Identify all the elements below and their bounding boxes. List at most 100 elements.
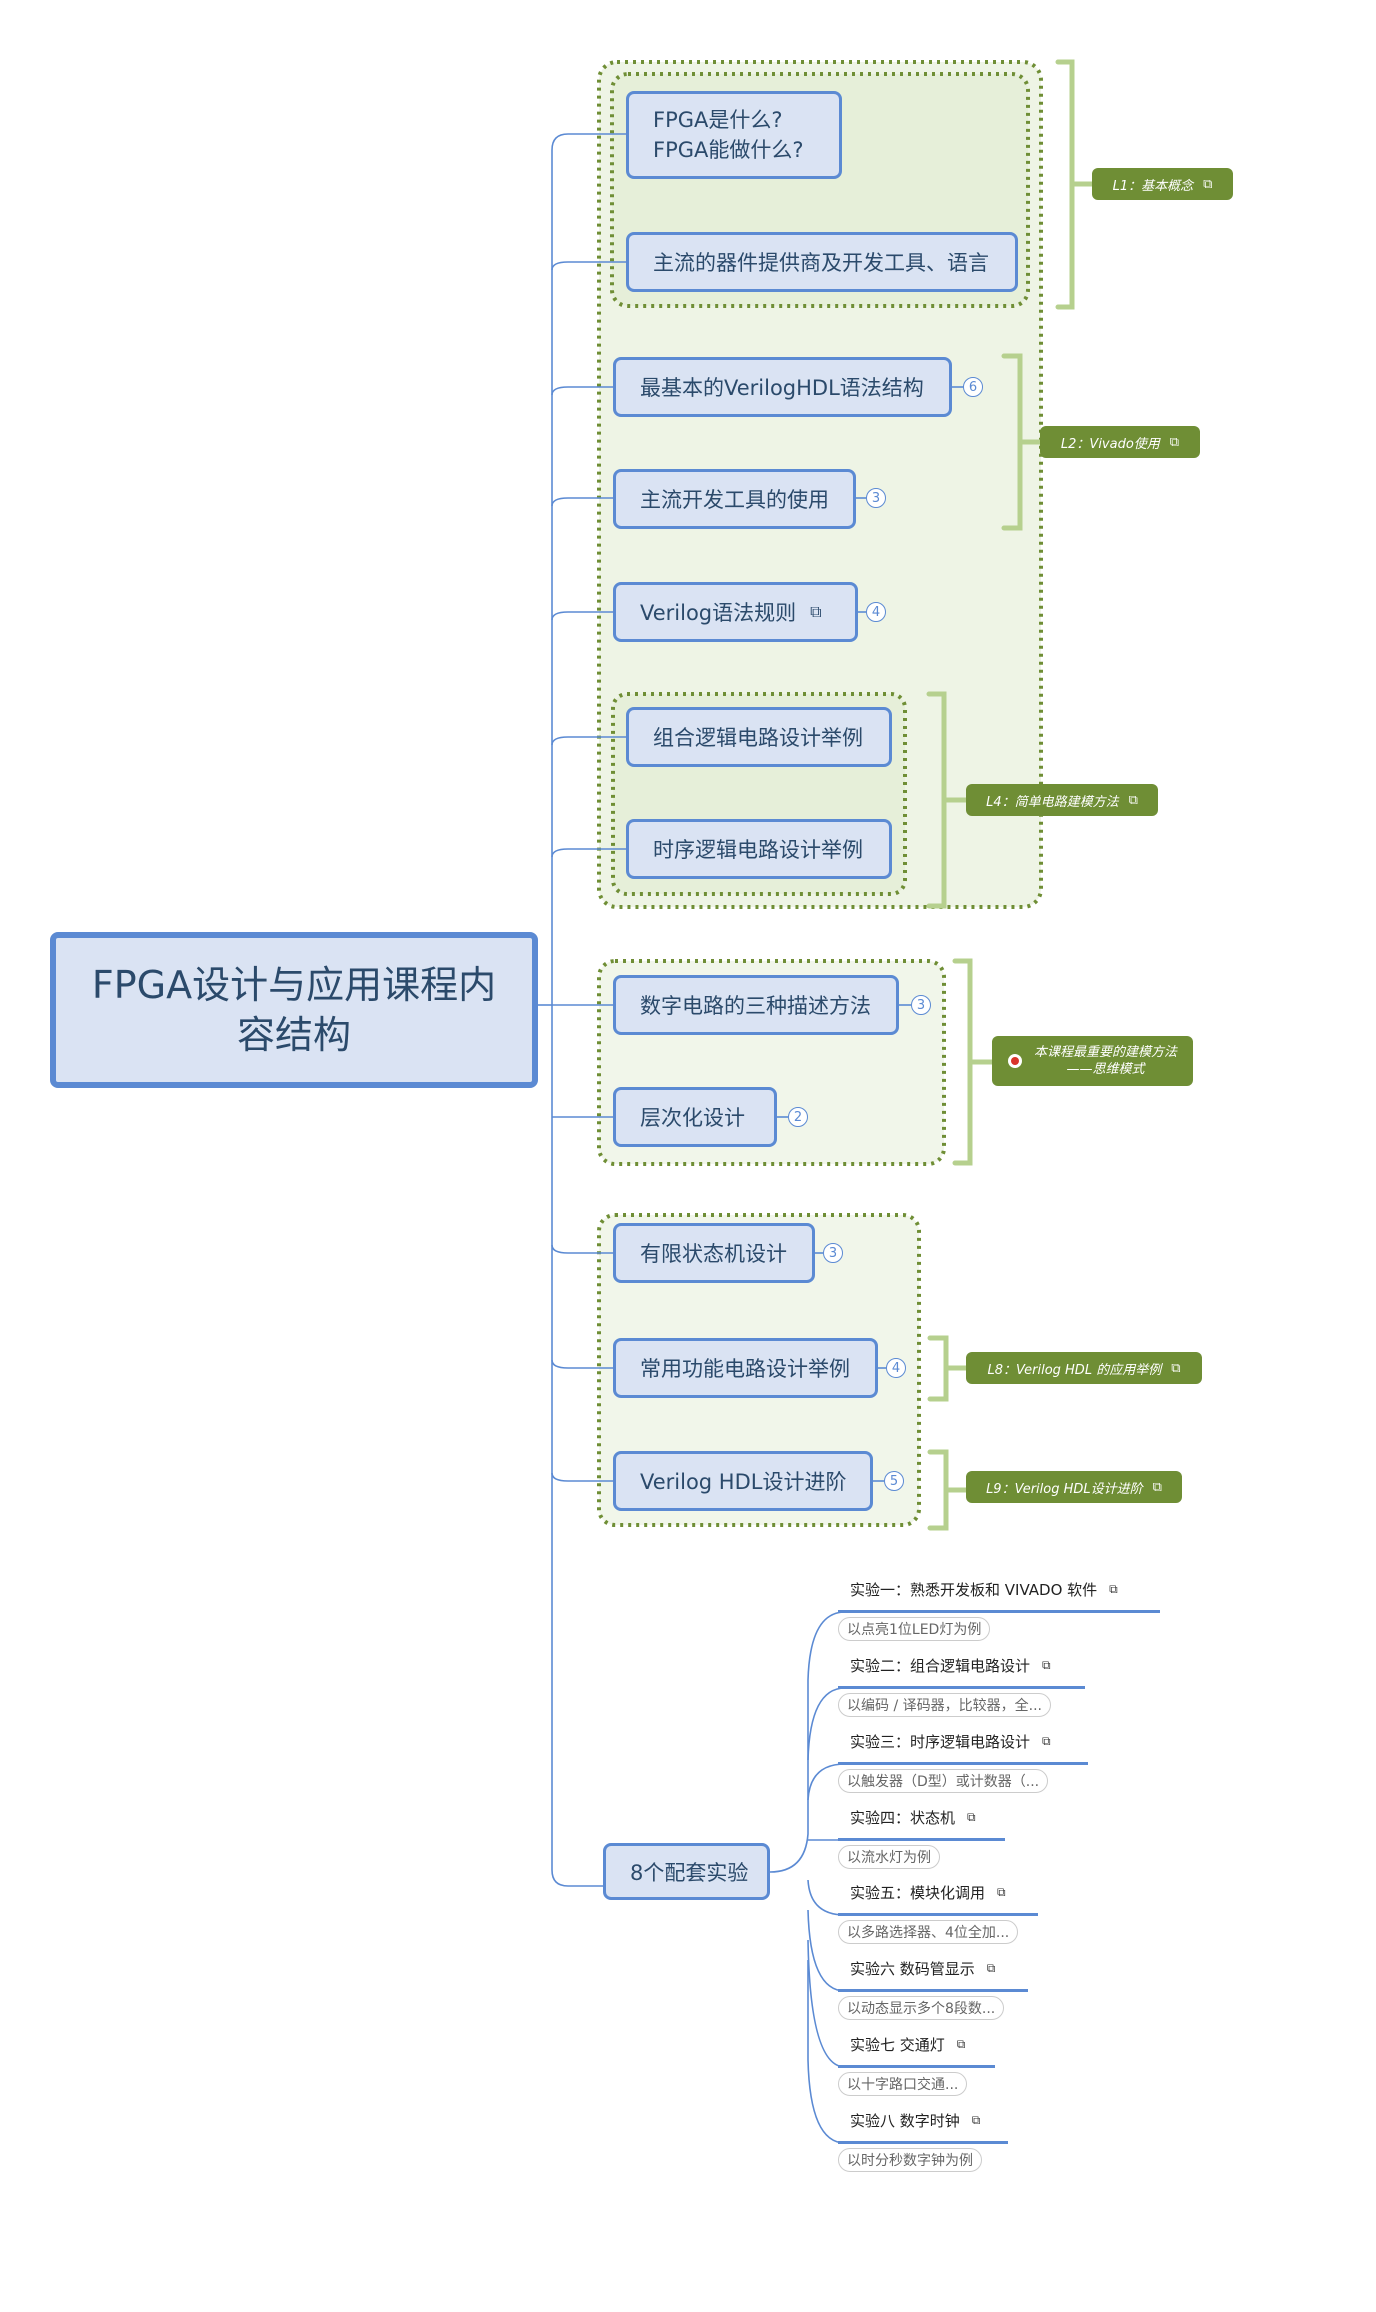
brace-l1 bbox=[1055, 59, 1095, 310]
summary-l8[interactable]: L8：Verilog HDL 的应用举例 ⧉ bbox=[966, 1352, 1202, 1384]
summary-l2[interactable]: L2：Vivado使用 ⧉ bbox=[1040, 426, 1200, 458]
link-icon[interactable]: ⧉ bbox=[1203, 176, 1213, 192]
link-icon[interactable]: ⧉ bbox=[1042, 1657, 1051, 1672]
link-icon[interactable]: ⧉ bbox=[971, 2112, 981, 2127]
link-icon[interactable]: ⧉ bbox=[1042, 1733, 1051, 1748]
summary-l4[interactable]: L4：简单电路建模方法 ⧉ bbox=[966, 784, 1158, 816]
experiment-5-underline bbox=[838, 1913, 1038, 1916]
experiment-2-note[interactable]: 以编码 / 译码器，比较器，全... bbox=[838, 1693, 1051, 1717]
experiment-7-label: 实验七 交通灯 bbox=[850, 2035, 945, 2054]
experiment-6-note[interactable]: 以动态显示多个8段数... bbox=[838, 1996, 1005, 2020]
link-icon[interactable]: ⧉ bbox=[997, 1884, 1006, 1899]
topic-hierarchical-design[interactable]: 层次化设计 bbox=[613, 1087, 777, 1147]
topic-vendors-tools[interactable]: 主流的器件提供商及开发工具、语言 bbox=[626, 232, 1018, 292]
experiment-3-note[interactable]: 以触发器（D型）或计数器（... bbox=[838, 1769, 1049, 1793]
topic-comb-logic-label: 组合逻辑电路设计举例 bbox=[653, 726, 863, 750]
topic-what-is-line2: FPGA能做什么? bbox=[653, 138, 804, 162]
summary-l4-label: L4：简单电路建模方法 bbox=[986, 794, 1119, 810]
brace-l9 bbox=[927, 1449, 969, 1531]
experiment-5-note[interactable]: 以多路选择器、4位全加... bbox=[838, 1920, 1019, 1944]
experiment-3-title[interactable]: 实验三：时序逻辑电路设计 ⧉ bbox=[850, 1730, 1051, 1752]
topic-three-description-methods[interactable]: 数字电路的三种描述方法 bbox=[613, 975, 899, 1035]
link-icon[interactable]: ⧉ bbox=[1171, 1360, 1181, 1376]
experiment-2-label: 实验二：组合逻辑电路设计 bbox=[850, 1656, 1031, 1675]
experiment-7-underline bbox=[838, 2065, 995, 2068]
experiment-1-title[interactable]: 实验一：熟悉开发板和 VIVADO 软件 ⧉ bbox=[850, 1578, 1118, 1600]
child-count-badge[interactable]: 3 bbox=[866, 488, 886, 508]
experiment-1-label: 实验一：熟悉开发板和 VIVADO 软件 bbox=[850, 1580, 1098, 1599]
topic-verilog-rules-label: Verilog语法规则 bbox=[640, 601, 797, 625]
experiment-7-title[interactable]: 实验七 交通灯 ⧉ bbox=[850, 2033, 965, 2055]
topic-dev-tools-usage[interactable]: 主流开发工具的使用 bbox=[613, 469, 856, 529]
summary-l1[interactable]: L1：基本概念 ⧉ bbox=[1092, 168, 1233, 200]
link-icon[interactable]: ⧉ bbox=[1169, 434, 1180, 450]
brace-modeling bbox=[952, 958, 995, 1166]
topic-common-circuits-example[interactable]: 常用功能电路设计举例 bbox=[613, 1338, 878, 1398]
link-icon[interactable]: ⧉ bbox=[956, 2036, 966, 2051]
link-icon[interactable]: ⧉ bbox=[1152, 1479, 1162, 1495]
summary-l9[interactable]: L9：Verilog HDL设计进阶 ⧉ bbox=[966, 1471, 1182, 1503]
topic-verilog-basic-label: 最基本的VerilogHDL语法结构 bbox=[640, 376, 924, 400]
topic-verilog-advanced[interactable]: Verilog HDL设计进阶 bbox=[613, 1451, 873, 1511]
summary-modeling-line1: 本课程最重要的建模方法 bbox=[1033, 1045, 1177, 1060]
link-icon[interactable]: ⧉ bbox=[810, 602, 822, 621]
experiment-5-label: 实验五：模块化调用 bbox=[850, 1883, 986, 1902]
experiment-6-title[interactable]: 实验六 数码管显示 ⧉ bbox=[850, 1957, 995, 1979]
child-count-badge[interactable]: 2 bbox=[788, 1107, 808, 1127]
experiment-5-title[interactable]: 实验五：模块化调用 ⧉ bbox=[850, 1881, 1006, 1903]
root-title-line2: 容结构 bbox=[236, 1013, 351, 1057]
topic-verilog-basic-structure[interactable]: 最基本的VerilogHDL语法结构 bbox=[613, 357, 952, 417]
experiment-7-note[interactable]: 以十字路口交通... bbox=[838, 2072, 968, 2096]
topic-experiments-label: 8个配套实验 bbox=[630, 1860, 749, 1885]
brace-l8 bbox=[927, 1335, 969, 1402]
brace-l4 bbox=[926, 691, 969, 909]
topic-seq-logic-example[interactable]: 时序逻辑电路设计举例 bbox=[626, 819, 892, 879]
root-topic[interactable]: FPGA设计与应用课程内 容结构 bbox=[50, 932, 538, 1088]
experiment-1-note[interactable]: 以点亮1位LED灯为例 bbox=[838, 1617, 991, 1641]
experiment-2-note-text: 以编码 / 译码器，比较器，全... bbox=[847, 1698, 1042, 1714]
experiment-8-title[interactable]: 实验八 数字时钟 ⧉ bbox=[850, 2109, 980, 2131]
summary-modeling[interactable]: 本课程最重要的建模方法 ——思维模式 bbox=[992, 1036, 1193, 1086]
experiment-4-underline bbox=[838, 1838, 1005, 1841]
topic-common-circuits-label: 常用功能电路设计举例 bbox=[640, 1357, 850, 1381]
link-icon[interactable]: ⧉ bbox=[1128, 792, 1138, 808]
summary-l9-label: L9：Verilog HDL设计进阶 bbox=[986, 1481, 1143, 1497]
experiment-4-title[interactable]: 实验四：状态机 ⧉ bbox=[850, 1806, 976, 1828]
topic-comb-logic-example[interactable]: 组合逻辑电路设计举例 bbox=[626, 707, 892, 767]
link-icon[interactable]: ⧉ bbox=[986, 1960, 996, 1975]
link-icon[interactable]: ⧉ bbox=[1109, 1581, 1118, 1596]
topic-what-is-fpga[interactable]: FPGA是什么? FPGA能做什么? bbox=[626, 91, 842, 179]
brace-l2 bbox=[1001, 353, 1043, 531]
summary-l2-label: L2：Vivado使用 bbox=[1060, 436, 1160, 452]
topic-verilog-advanced-label: Verilog HDL设计进阶 bbox=[640, 1470, 847, 1494]
child-count-badge[interactable]: 4 bbox=[866, 602, 886, 622]
child-count-badge[interactable]: 6 bbox=[963, 377, 983, 397]
topic-verilog-rules[interactable]: Verilog语法规则 ⧉ bbox=[613, 582, 858, 642]
child-count-badge[interactable]: 3 bbox=[823, 1243, 843, 1263]
experiment-3-note-text: 以触发器（D型）或计数器（... bbox=[847, 1774, 1040, 1790]
experiment-3-label: 实验三：时序逻辑电路设计 bbox=[850, 1732, 1031, 1751]
topic-hierarchical-label: 层次化设计 bbox=[640, 1106, 745, 1130]
topic-experiments[interactable]: 8个配套实验 bbox=[603, 1843, 770, 1900]
experiment-8-note-text: 以时分秒数字钟为例 bbox=[847, 2153, 973, 2169]
experiment-2-underline bbox=[838, 1686, 1085, 1689]
child-count-badge[interactable]: 4 bbox=[886, 1358, 906, 1378]
summary-l8-label: L8：Verilog HDL 的应用举例 bbox=[987, 1362, 1162, 1378]
experiment-7-note-text: 以十字路口交通... bbox=[847, 2077, 959, 2093]
topic-fsm-design[interactable]: 有限状态机设计 bbox=[613, 1223, 815, 1283]
topic-three-methods-label: 数字电路的三种描述方法 bbox=[640, 994, 871, 1018]
star-flag-icon bbox=[1007, 1054, 1022, 1068]
experiment-4-note-text: 以流水灯为例 bbox=[847, 1850, 931, 1866]
experiment-8-note[interactable]: 以时分秒数字钟为例 bbox=[838, 2148, 982, 2172]
link-icon[interactable]: ⧉ bbox=[967, 1809, 976, 1824]
experiment-4-note[interactable]: 以流水灯为例 bbox=[838, 1845, 940, 1869]
experiment-2-title[interactable]: 实验二：组合逻辑电路设计 ⧉ bbox=[850, 1654, 1051, 1676]
summary-modeling-line2: ——思维模式 bbox=[1066, 1062, 1145, 1077]
topic-what-is-line1: FPGA是什么? bbox=[653, 108, 783, 132]
topic-seq-logic-label: 时序逻辑电路设计举例 bbox=[653, 838, 863, 862]
child-count-badge[interactable]: 5 bbox=[884, 1471, 904, 1491]
child-count-badge[interactable]: 3 bbox=[911, 995, 931, 1015]
summary-l1-label: L1：基本概念 bbox=[1112, 178, 1194, 194]
experiment-6-underline bbox=[838, 1989, 1028, 1992]
